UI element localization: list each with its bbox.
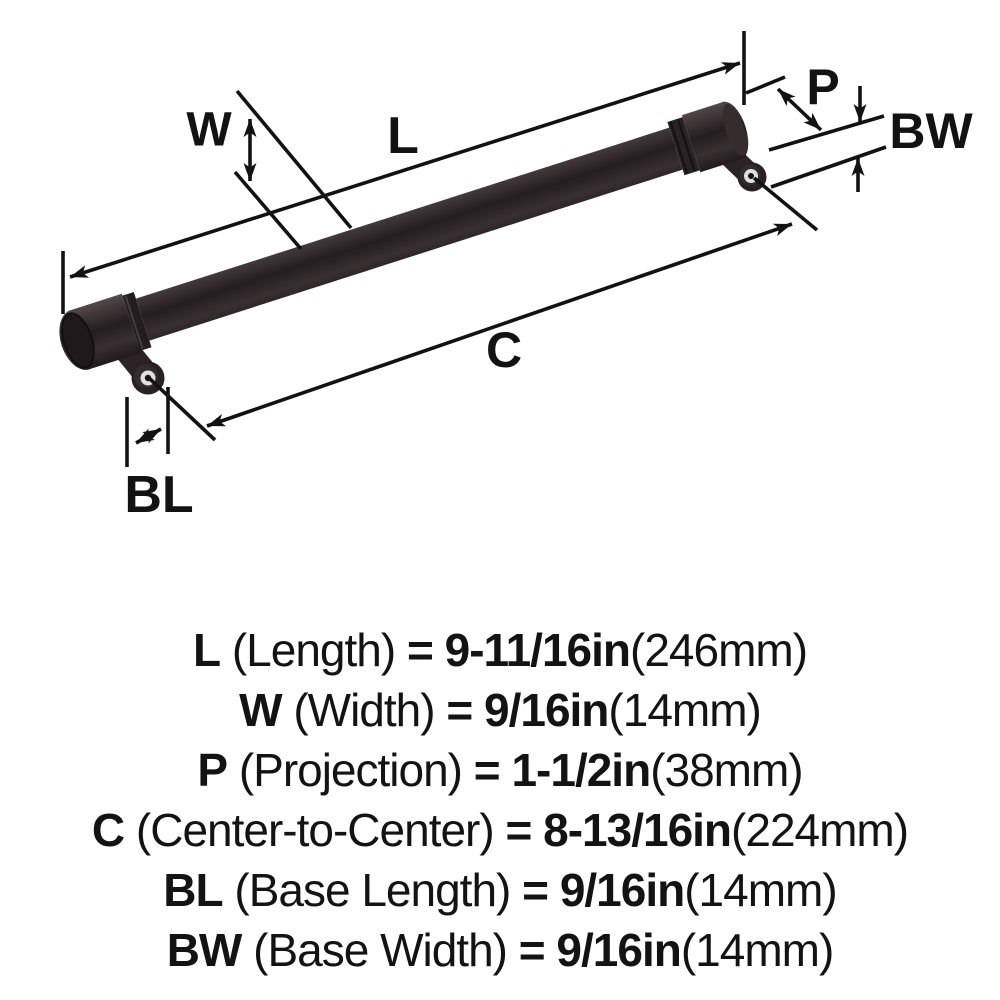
p-extension-line — [745, 75, 786, 95]
spec-label: P — [197, 744, 228, 796]
w-extension-line-short — [233, 170, 303, 251]
spec-line-base-length: BL (Base Length) = 9/16in(14mm) — [0, 860, 1000, 920]
p-dimension-arrow — [776, 87, 823, 132]
spec-metric: (14mm) — [684, 864, 837, 916]
label-length: L — [387, 107, 419, 165]
w-extension-line-long — [235, 89, 353, 230]
spec-line-projection: P (Projection) = 1-1/2in(38mm) — [0, 740, 1000, 800]
l-dimension-line — [69, 61, 741, 279]
label-base-length: BL — [124, 466, 193, 524]
spec-label: BW — [166, 924, 243, 976]
spec-equals: = — [505, 804, 532, 856]
left-cap-face — [61, 312, 95, 369]
c-dimension-line — [206, 222, 793, 428]
c-leader-right — [752, 176, 819, 232]
spec-equals: = — [473, 744, 501, 796]
spec-equals: = — [518, 924, 546, 976]
label-base-width: BW — [889, 103, 973, 159]
label-center-to-center: C — [486, 322, 522, 378]
bl-dimension-arrow — [135, 427, 162, 445]
spec-label: BL — [163, 864, 223, 916]
spec-value: 1-1/2in — [511, 744, 651, 796]
bw-extension-bottom — [770, 145, 887, 189]
label-width: W — [186, 104, 232, 157]
spec-value: 9/16in — [556, 924, 681, 976]
spec-value: 9/16in — [559, 864, 685, 916]
spec-line-center-to-center: C (Center-to-Center) = 8-13/16in(224mm) — [0, 800, 1000, 860]
c-leader-left — [148, 377, 217, 442]
bw-extension-top — [768, 114, 885, 152]
dimension-lines — [61, 31, 887, 467]
spec-line-width: W (Width) = 9/16in(14mm) — [0, 680, 1000, 740]
spec-equals: = — [406, 624, 434, 676]
right-base-foot — [737, 162, 767, 192]
spec-label: W — [239, 684, 282, 736]
spec-line-base-width: BW (Base Width) = 9/16in(14mm) — [0, 920, 1000, 980]
spec-metric: (14mm) — [608, 684, 761, 736]
spec-descriptor: (Length) — [231, 624, 396, 676]
spec-line-length: L (Length) = 9-11/16in(246mm) — [0, 620, 1000, 680]
spec-label: L — [192, 624, 221, 676]
spec-metric: (246mm) — [630, 624, 808, 676]
spec-value: 8-13/16in — [543, 804, 732, 856]
spec-label: C — [91, 804, 125, 856]
spec-metric: (38mm) — [650, 744, 803, 796]
spec-descriptor: (Width) — [293, 684, 435, 736]
spec-equals: = — [446, 684, 473, 736]
spec-value: 9/16in — [484, 684, 609, 736]
label-projection: P — [806, 59, 839, 115]
spec-descriptor: (Base Width) — [253, 924, 508, 976]
spec-metric: (14mm) — [680, 924, 834, 976]
spec-list: L (Length) = 9-11/16in(246mm) W (Width) … — [0, 620, 1000, 980]
spec-value: 9-11/16in — [444, 624, 631, 676]
spec-equals: = — [522, 864, 549, 916]
dimension-diagram: L W P C BL BW — [59, 31, 973, 524]
spec-descriptor: (Center-to-Center) — [135, 804, 495, 856]
spec-descriptor: (Projection) — [238, 744, 463, 796]
spec-descriptor: (Base Length) — [234, 864, 511, 916]
spec-metric: (224mm) — [731, 804, 909, 856]
